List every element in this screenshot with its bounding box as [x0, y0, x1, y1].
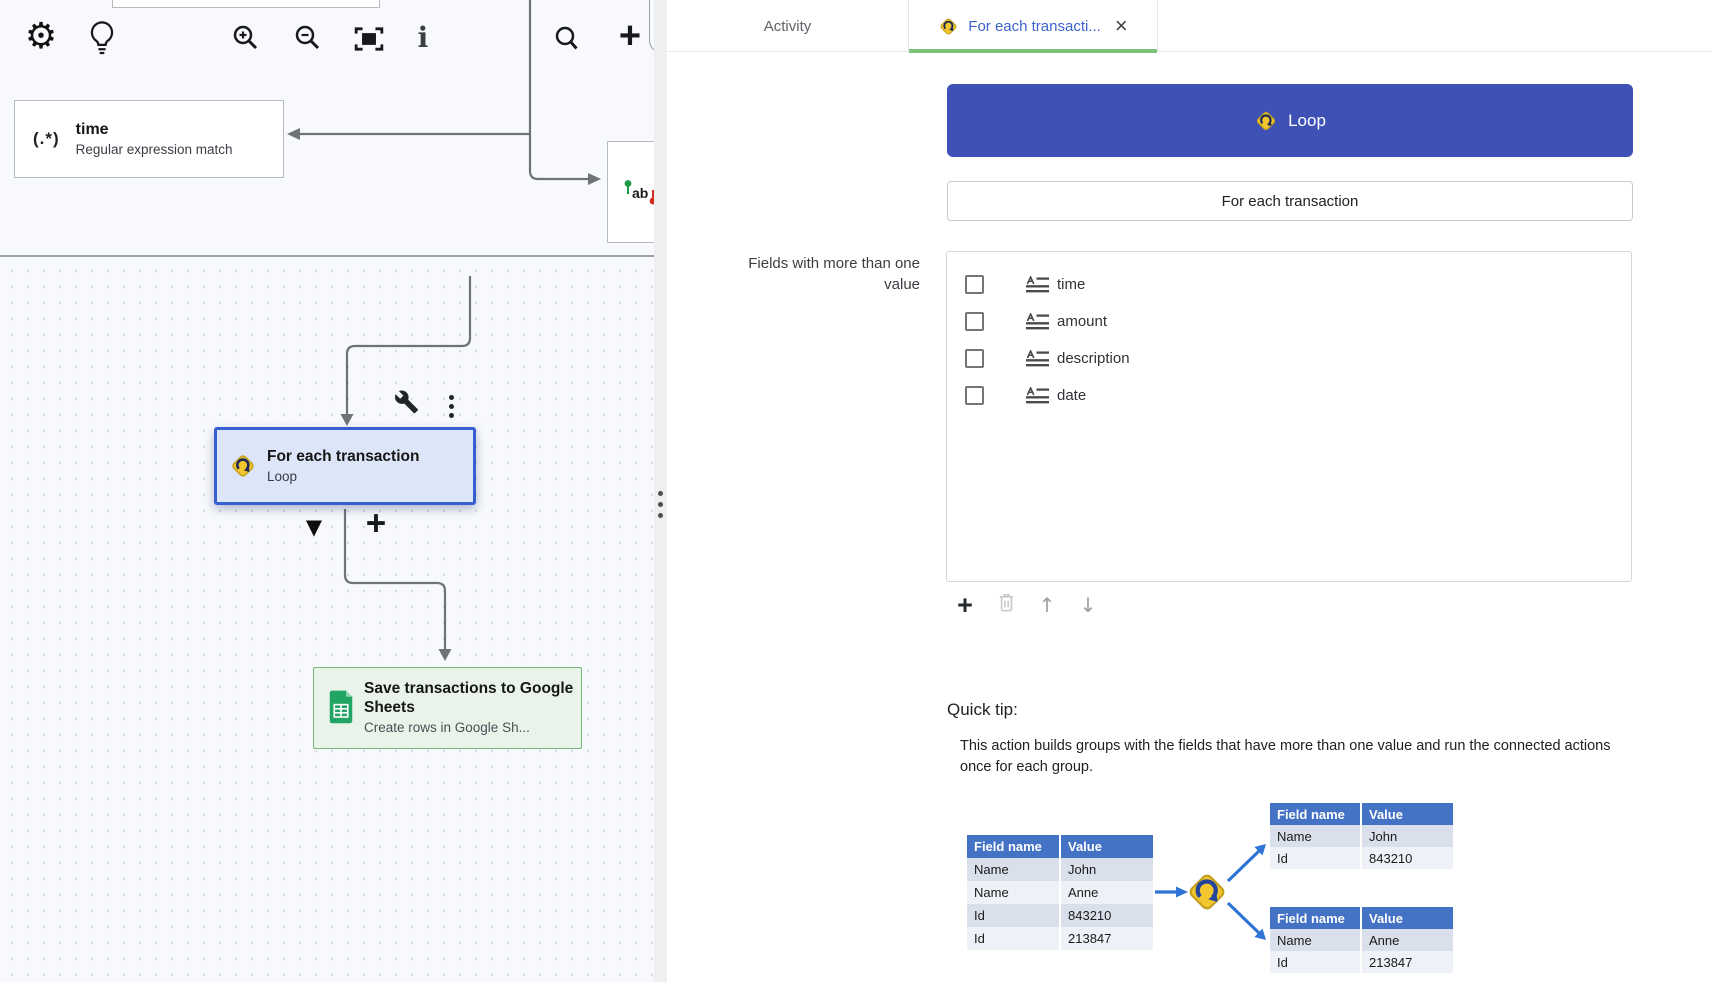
flow-canvas[interactable]: ⚙ i	[0, 0, 654, 982]
quick-tip-body: This action builds groups with the field…	[960, 738, 1611, 775]
text-between-icon: ab	[624, 180, 654, 205]
node-title: For each transaction	[267, 447, 420, 465]
action-name-input[interactable]: For each transaction	[947, 181, 1633, 221]
field-row-description: description	[947, 340, 1631, 377]
node-title: time	[75, 120, 109, 138]
text-field-icon	[1026, 350, 1049, 367]
field-checkbox[interactable]	[965, 312, 984, 331]
node-time-regex[interactable]: (.*) time Regular expression match	[14, 100, 284, 178]
group-table-1: Field name Value Name John Id 843210	[1270, 803, 1453, 869]
quick-tip-illustration: Field name Value Name John Name Anne Id …	[967, 795, 1472, 982]
field-checkbox[interactable]	[965, 386, 984, 405]
search-icon[interactable]	[552, 24, 582, 54]
node-subtitle: Create rows in Google Sh...	[364, 720, 530, 735]
loop-diamond-icon	[232, 455, 254, 477]
canvas-dot-grid	[0, 257, 654, 982]
settings-gear-icon[interactable]: ⚙	[24, 16, 58, 57]
panel-tab-bar: Activity For each transacti... ×	[667, 0, 1712, 53]
text-field-icon	[1026, 387, 1049, 404]
text-field-icon	[1026, 313, 1049, 330]
loop-diamond-icon	[1189, 874, 1225, 910]
active-tab-underline	[909, 49, 1157, 53]
fields-list: time amount description	[946, 251, 1632, 582]
field-row-date: date	[947, 377, 1631, 414]
add-field-icon[interactable]: +	[957, 589, 973, 620]
panel-resize-handle[interactable]	[654, 0, 667, 982]
regex-icon: (.*)	[33, 129, 60, 148]
zoom-out-icon[interactable]	[293, 23, 323, 53]
properties-panel: Activity For each transacti... × Loop Fo…	[667, 0, 1712, 982]
offscreen-node-fragment	[112, 0, 380, 8]
node-subtitle: Regular expression match	[75, 141, 233, 157]
group-table-2: Field name Value Name Anne Id 213847	[1270, 907, 1453, 973]
field-checkbox[interactable]	[965, 349, 984, 368]
configure-wrench-icon[interactable]	[394, 389, 419, 414]
add-action-plus-icon[interactable]: +	[365, 504, 387, 543]
canvas-section-divider	[0, 255, 654, 257]
fit-to-screen-icon[interactable]	[354, 25, 384, 53]
idea-bulb-icon[interactable]	[88, 20, 116, 56]
move-down-icon[interactable]: ↓	[1079, 593, 1097, 617]
google-sheets-icon	[329, 690, 353, 724]
add-node-plus-icon[interactable]: +	[618, 15, 642, 57]
node-menu-kebab-icon[interactable]	[446, 391, 456, 422]
close-tab-icon[interactable]: ×	[1114, 13, 1128, 38]
tab-for-each-transaction[interactable]: For each transacti... ×	[908, 0, 1158, 53]
tab-activity[interactable]: Activity	[763, 17, 812, 35]
source-table: Field name Value Name John Name Anne Id …	[967, 835, 1153, 950]
node-text-between[interactable]: ab	[607, 141, 654, 243]
field-row-amount: amount	[947, 303, 1631, 340]
loop-diamond-icon	[1256, 111, 1276, 130]
node-subtitle: Loop	[267, 468, 298, 484]
collapse-branch-icon[interactable]: ▼	[305, 515, 323, 539]
node-save-to-google-sheets[interactable]: Save transactions to Google Sheets Creat…	[313, 667, 582, 749]
fields-label: Fields with more than one value	[748, 255, 920, 293]
loop-type-header-button[interactable]: Loop	[947, 84, 1633, 157]
quick-tip-title: Quick tip:	[947, 700, 1018, 719]
zoom-in-icon[interactable]	[231, 23, 261, 53]
fields-list-toolbar: + ↑ ↓	[955, 590, 1119, 620]
info-icon[interactable]: i	[417, 21, 429, 54]
loop-diamond-icon	[940, 17, 957, 35]
node-title: Save transactions to Google Sheets	[364, 680, 574, 716]
node-for-each-transaction[interactable]: For each transaction Loop	[214, 427, 476, 505]
text-field-icon	[1026, 276, 1049, 293]
move-up-icon[interactable]: ↑	[1038, 593, 1056, 617]
delete-field-icon[interactable]	[996, 592, 1016, 618]
field-row-time: time	[947, 266, 1631, 303]
field-checkbox[interactable]	[965, 275, 984, 294]
svg-text:ab: ab	[632, 185, 648, 201]
drag-dots-icon	[654, 485, 667, 524]
